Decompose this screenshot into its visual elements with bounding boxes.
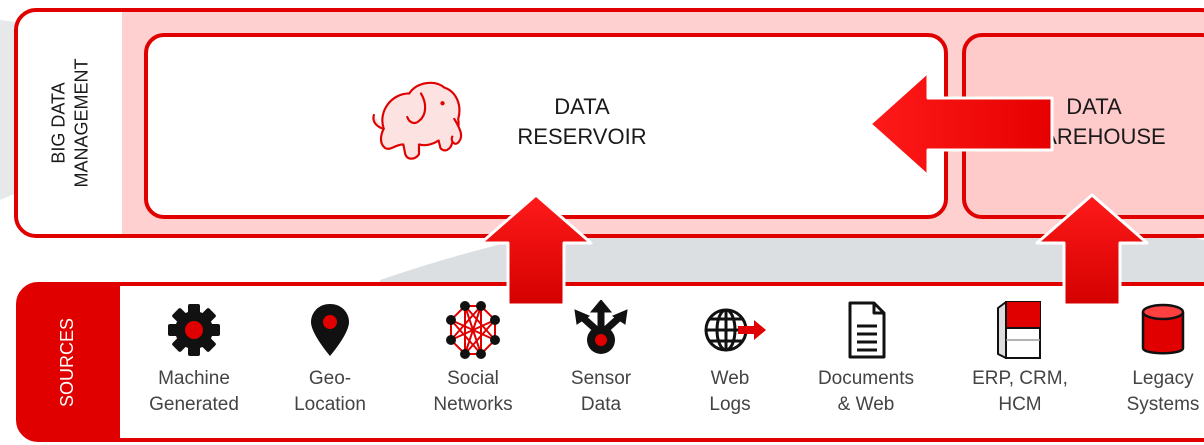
data-warehouse-title: DATA WAREHOUSE	[1022, 94, 1166, 149]
database-icon	[1141, 303, 1185, 355]
big-data-management-label: BIG DATA MANAGEMENT	[18, 12, 122, 234]
gear-icon	[168, 304, 220, 356]
big-data-management-text: BIG DATA MANAGEMENT	[48, 58, 92, 188]
source-erp-crm-hcm: ERP, CRM, HCM	[960, 300, 1080, 418]
source-label: Web Logs	[709, 368, 751, 415]
server-icon	[997, 301, 1041, 359]
sources-label-text: SOURCES	[57, 317, 78, 407]
source-label: Sensor Data	[570, 368, 632, 415]
source-web-logs: Web Logs	[670, 300, 790, 418]
sources-label: SOURCES	[16, 282, 120, 442]
source-label: Legacy Systems	[1126, 368, 1200, 415]
source-legacy-systems: Legacy Systems	[1103, 300, 1204, 418]
source-label: Social Networks	[433, 368, 513, 415]
source-label: Geo- Location	[294, 368, 366, 415]
globe-arrow-icon	[704, 308, 766, 352]
source-sensor-data: Sensor Data	[541, 300, 661, 418]
sensor-icon	[574, 300, 628, 354]
source-label: Machine Generated	[149, 368, 239, 415]
document-icon	[848, 301, 886, 359]
map-pin-icon	[311, 304, 349, 356]
source-machine-generated: Machine Generated	[134, 300, 254, 418]
source-documents-web: Documents & Web	[806, 300, 926, 418]
source-label: Documents & Web	[817, 368, 915, 415]
data-reservoir-box: DATA RESERVOIR	[144, 33, 948, 219]
source-label: ERP, CRM, HCM	[972, 368, 1068, 415]
network-icon	[446, 301, 500, 359]
data-reservoir-title: DATA RESERVOIR	[517, 94, 647, 149]
source-geo-location: Geo- Location	[270, 300, 390, 418]
data-warehouse-box: DATA WAREHOUSE	[962, 33, 1204, 219]
hadoop-elephant-icon	[372, 81, 463, 160]
source-social-networks: Social Networks	[413, 300, 533, 418]
